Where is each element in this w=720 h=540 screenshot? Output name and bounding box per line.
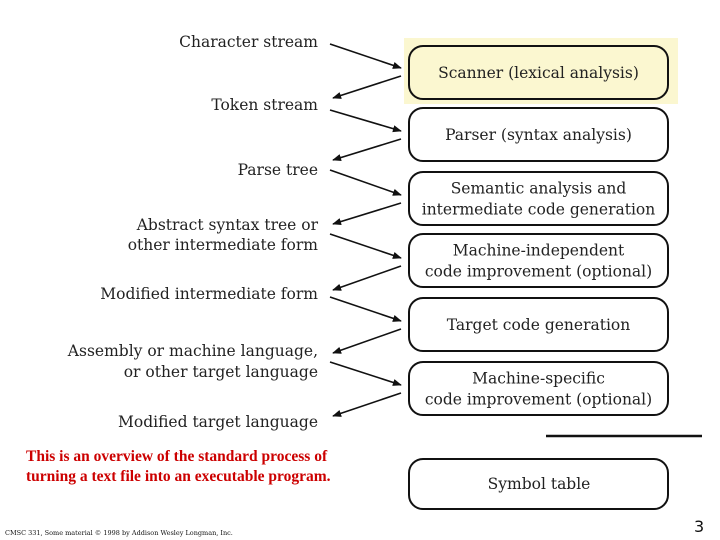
input-arrow-1 [329, 43, 402, 69]
footer-copyright: CMSC 331, Some material © 1998 by Addiso… [5, 529, 233, 537]
representation-label-1: Character stream [179, 33, 318, 51]
stage-label: Semantic analysis and [451, 180, 627, 198]
input-arrow-4 [329, 233, 402, 259]
symbol-table-label: Symbol table [488, 475, 591, 493]
stage-box-6: Machine-specific code improvement (option… [408, 361, 669, 416]
output-arrow-4 [332, 265, 402, 291]
representation-label-line: Character stream [179, 33, 318, 51]
stage-label: Parser (syntax analysis) [445, 126, 632, 144]
stage-box-outline [408, 107, 669, 162]
output-arrow-5 [332, 328, 402, 354]
representation-label-4: Abstract syntax tree or other intermediat… [128, 216, 319, 254]
input-arrow-3 [329, 169, 402, 196]
representation-label-line: Token stream [211, 96, 318, 114]
output-arrow-3 [332, 202, 402, 226]
output-arrow-6 [332, 392, 402, 417]
representation-label-5: Modified intermediate form [100, 285, 318, 303]
representation-label-7: Modified target language [118, 413, 318, 431]
stage-label: Machine-specific [472, 370, 605, 388]
representation-label-line: other intermediate form [128, 236, 319, 254]
input-arrow-2 [329, 109, 402, 133]
representation-label-line: or other target language [124, 363, 318, 381]
page-number: 3 [694, 517, 705, 536]
representation-label-line: Parse tree [238, 161, 318, 179]
stage-label: Machine-independent [453, 242, 625, 260]
representation-label-line: Assembly or machine language, [67, 342, 318, 360]
symbol-table-box [408, 458, 669, 510]
representation-label-line: Abstract syntax tree or [136, 216, 319, 234]
representation-label-line: Modified intermediate form [100, 285, 318, 303]
caption-text: This is an overview of the standard proc… [26, 448, 331, 485]
stage-box-outline [408, 171, 669, 226]
stage-box-4: Machine-independent code improvement (opt… [408, 233, 669, 288]
output-arrow-2 [332, 138, 402, 162]
stage-label: code improvement (optional) [425, 263, 652, 281]
representation-label-6: Assembly or machine language, or other ta… [67, 342, 318, 381]
representation-label-2: Token stream [211, 96, 318, 114]
stage-label: Target code generation [447, 316, 630, 334]
stage-box-1: Scanner (lexical analysis) [408, 45, 669, 100]
stage-box-outline [408, 361, 669, 416]
stage-label: intermediate code generation [422, 201, 656, 219]
stage-box-3: Semantic analysis and intermediate code g… [408, 171, 669, 226]
stage-box-2: Parser (syntax analysis) [408, 107, 669, 162]
stage-box-outline [408, 297, 669, 352]
stage-box-5: Target code generation [408, 297, 669, 352]
stage-label: code improvement (optional) [425, 391, 652, 409]
input-arrow-5 [329, 296, 402, 322]
representation-label-line: Modified target language [118, 413, 318, 431]
stage-box-outline [408, 45, 669, 100]
stage-label: Scanner (lexical analysis) [438, 64, 639, 82]
output-arrow-1 [332, 75, 402, 99]
input-arrow-6 [329, 361, 402, 386]
stage-box-outline [408, 233, 669, 288]
representation-label-3: Parse tree [238, 161, 318, 179]
